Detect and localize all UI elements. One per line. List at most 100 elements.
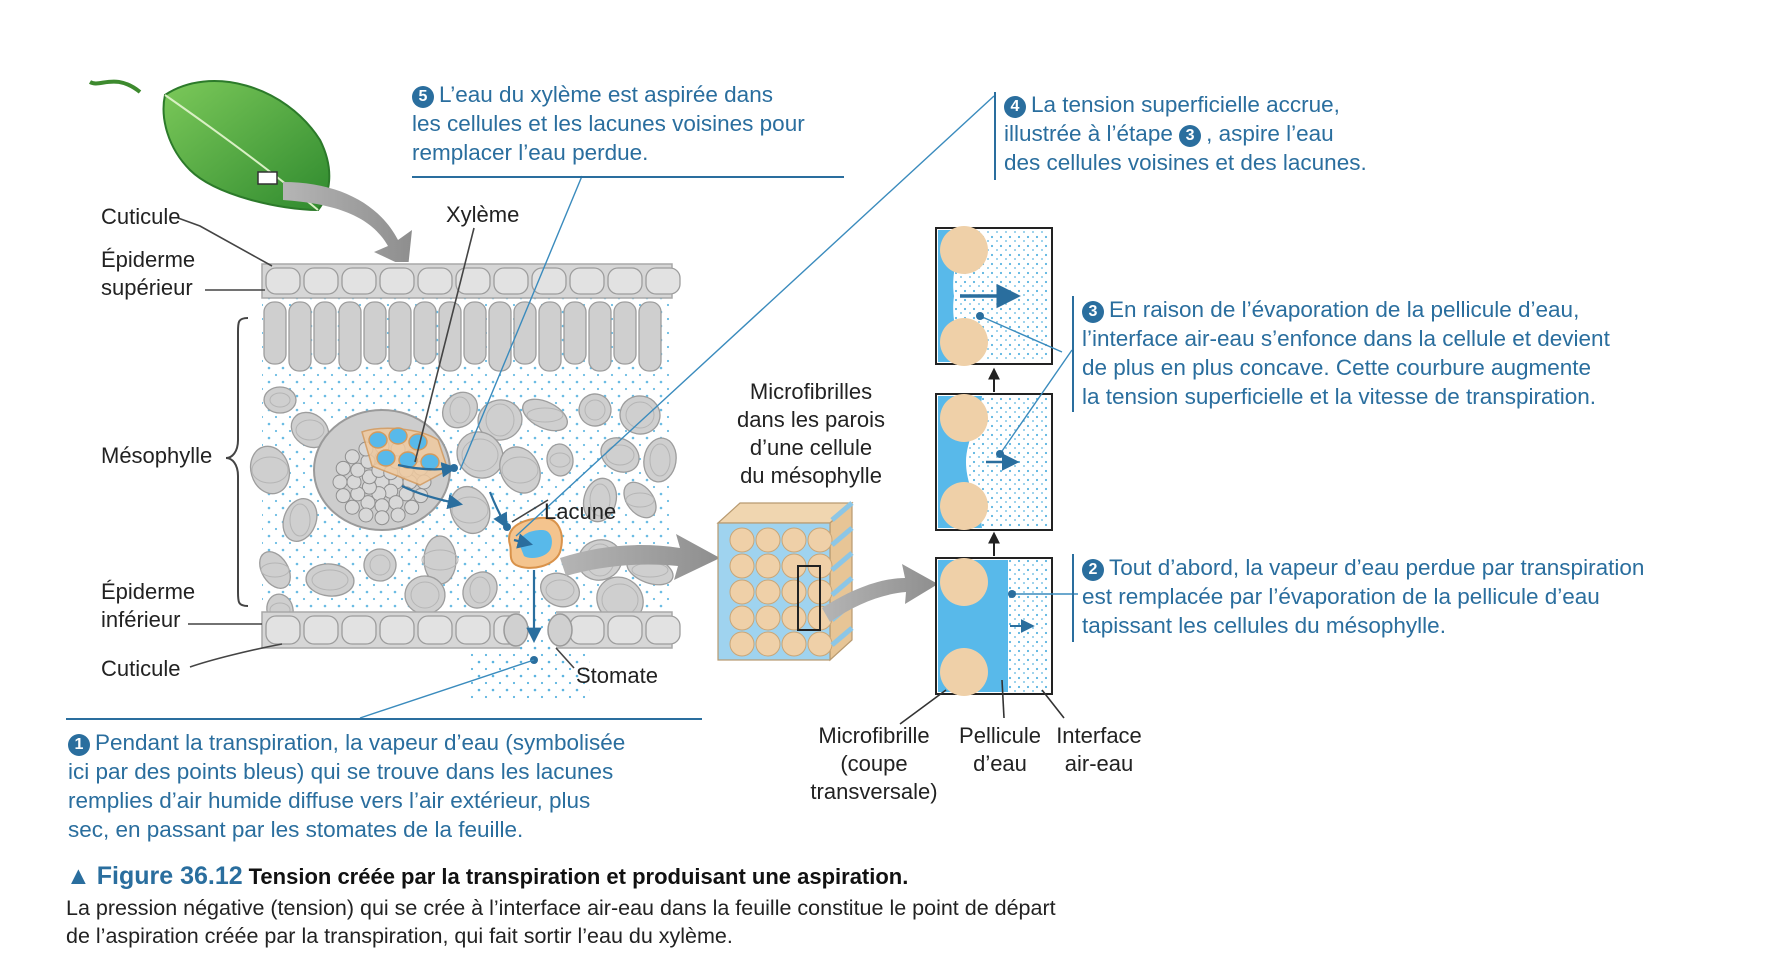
mesophyll-brace xyxy=(225,317,249,607)
xylem-vessel xyxy=(388,427,408,445)
label-air-water-interface: Interface air-eau xyxy=(1044,722,1154,778)
step-4-line3: des cellules voisines et des lacunes. xyxy=(1004,150,1367,175)
microfibril xyxy=(781,631,807,657)
phloem-cell xyxy=(390,507,406,523)
cell-outline xyxy=(369,554,391,576)
palisade-cell xyxy=(463,301,487,365)
cell-outline xyxy=(485,403,515,437)
label-cuticle-bottom: Cuticule xyxy=(101,656,181,681)
step-5-rule xyxy=(412,176,844,178)
label-microfibril-cross-line1: Microfibrille xyxy=(818,723,930,748)
xylem-vessel xyxy=(368,431,388,449)
epidermis-cell xyxy=(341,267,377,295)
step-3-number-icon: 3 xyxy=(1082,301,1104,323)
caption-figure-number: Figure 36.12 xyxy=(96,862,243,890)
microfibril xyxy=(729,579,755,605)
cell-outline xyxy=(289,503,311,537)
palisade-cell xyxy=(638,301,662,372)
cell-outline xyxy=(469,576,491,604)
label-lower-epidermis-line1: Épiderme xyxy=(101,579,196,604)
phloem-cell xyxy=(404,499,420,515)
step-1-line2: ici par des points bleus) qui se trouve … xyxy=(68,759,614,784)
palisade-cell xyxy=(338,301,362,372)
epidermis-cell xyxy=(265,267,301,295)
label-microfibrils-line4: du mésophylle xyxy=(740,463,882,488)
epidermis-cell xyxy=(455,615,491,645)
label-water-film: Pellicule d’eau xyxy=(950,722,1050,778)
microfibril xyxy=(781,605,807,631)
spongy-cell xyxy=(363,548,397,582)
cell-outline xyxy=(251,456,289,484)
label-upper-epidermis-line2: supérieur xyxy=(101,275,193,300)
leaf-cross-section xyxy=(249,262,681,700)
phloem-cell xyxy=(344,499,360,515)
microfibril xyxy=(807,527,833,553)
step-3-rule xyxy=(1072,296,1074,412)
label-microfibrils-line3: d’une cellule xyxy=(749,435,873,460)
palisade-cell xyxy=(313,301,337,365)
phloem-cell xyxy=(335,460,351,476)
label-lower-epidermis: Épiderme inférieur xyxy=(101,578,195,634)
step-3-line2: l’interface air-eau s’enfonce dans la ce… xyxy=(1082,326,1610,351)
label-upper-epidermis-line1: Épiderme xyxy=(101,247,196,272)
palisade-cell xyxy=(563,301,587,365)
cell-outline xyxy=(584,399,606,421)
label-microfibril-cross-line3: transversale) xyxy=(810,779,938,804)
step-3-line4: la tension superficielle et la vitesse d… xyxy=(1082,384,1597,409)
label-microfibrils-line2: dans les parois xyxy=(737,407,885,432)
epidermis-cell xyxy=(417,267,453,295)
cell-outline xyxy=(649,443,671,477)
epidermis-cell xyxy=(645,615,681,645)
spongy-cell xyxy=(643,437,677,483)
step-1-rule xyxy=(66,718,702,720)
palisade-cell xyxy=(588,301,612,372)
step-2-line3: tapissant les cellules du mésophylle. xyxy=(1082,613,1446,638)
step-4-rule xyxy=(994,92,996,180)
zoom-arrow-panel xyxy=(822,564,938,622)
epidermis-cell xyxy=(303,615,339,645)
label-cuticle-top: Cuticule xyxy=(101,204,181,229)
microfibril xyxy=(755,579,781,605)
step-5-line2: les cellules et les lacunes voisines pou… xyxy=(412,111,805,136)
spongy-cell xyxy=(456,431,504,479)
cell-outline xyxy=(449,396,471,424)
phloem-cell xyxy=(344,449,360,465)
figure-caption-body-line1: La pression négative (tension) qui se cr… xyxy=(66,896,1056,920)
xylem-vessel xyxy=(376,449,396,467)
cell-outline xyxy=(295,419,325,441)
palisade-cell xyxy=(538,301,562,372)
label-air-water-interface-line1: Interface xyxy=(1056,723,1142,748)
spongy-cell xyxy=(462,571,498,609)
caption-marker-icon: ▲ xyxy=(66,862,91,890)
cell-outline xyxy=(410,581,440,609)
spongy-cell xyxy=(259,551,291,589)
cell-outline xyxy=(501,456,539,484)
step-1-line3: remplies d’air humide diffuse vers l’air… xyxy=(68,788,591,813)
cell-outline xyxy=(605,444,635,466)
cell-outline xyxy=(526,407,564,423)
caption-title: Tension créée par la transpiration et pr… xyxy=(248,864,909,889)
palisade-cell xyxy=(613,301,637,365)
epidermis-cell xyxy=(607,615,643,645)
cell-outline xyxy=(451,496,489,524)
spongy-cell xyxy=(582,477,618,523)
phloem-cell xyxy=(388,495,404,511)
cell-outline xyxy=(549,452,571,468)
phloem-cell xyxy=(335,488,351,504)
palisade-cell xyxy=(288,301,312,372)
spongy-cell xyxy=(546,443,574,477)
label-lower-epidermis-line2: inférieur xyxy=(101,607,181,632)
label-stomata: Stomate xyxy=(576,663,658,688)
zoom-arrow-cell xyxy=(560,534,720,580)
spongy-cell xyxy=(305,563,355,597)
step-2-line2: est remplacée par l’évaporation de la pe… xyxy=(1082,584,1600,609)
step-1-line4: sec, en passant par les stomates de la f… xyxy=(68,817,524,842)
cell-outline xyxy=(589,483,611,517)
label-upper-epidermis: Épiderme supérieur xyxy=(101,246,195,302)
spongy-cell xyxy=(441,391,479,429)
epidermis-cell xyxy=(341,615,377,645)
